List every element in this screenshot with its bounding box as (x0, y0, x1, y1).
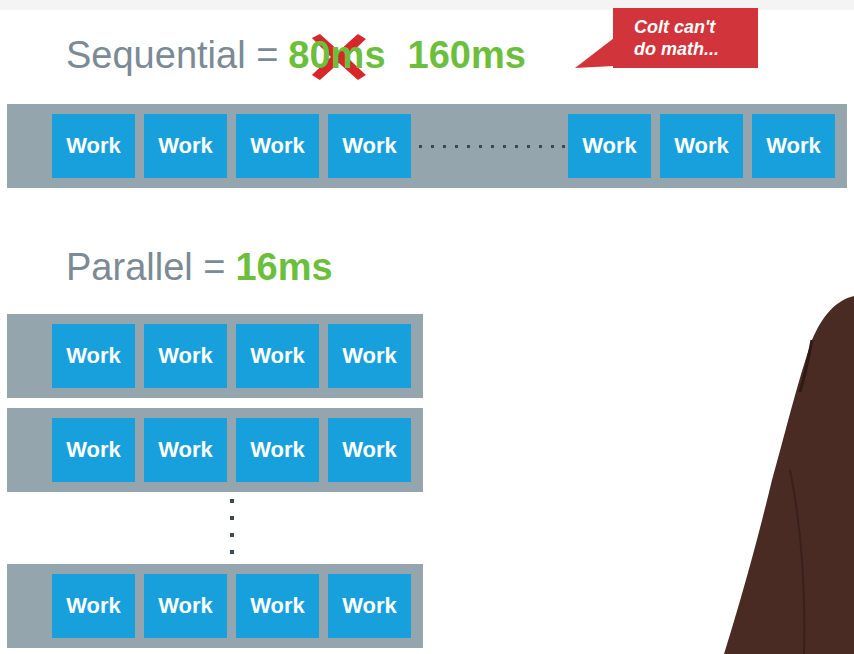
work-box: Work (752, 114, 835, 178)
work-box: Work (52, 324, 135, 388)
vertical-dots (230, 499, 234, 554)
work-box: Work (52, 418, 135, 482)
box-label: Work (66, 343, 121, 369)
work-box: Work (52, 114, 135, 178)
box-label: Work (158, 437, 213, 463)
work-box: Work (52, 574, 135, 638)
box-label: Work (158, 133, 213, 159)
time-value: 80ms (288, 32, 385, 78)
box-label: Work (674, 133, 729, 159)
box-label: Work (250, 133, 305, 159)
work-box: Work (236, 114, 319, 178)
work-box: Work (328, 574, 411, 638)
callout-tail (575, 38, 614, 68)
work-box: Work (144, 324, 227, 388)
callout-banner: Colt can't do math... (613, 8, 758, 68)
work-box: Work (660, 114, 743, 178)
box-label: Work (66, 437, 121, 463)
thread-band (7, 104, 847, 188)
work-box: Work (144, 114, 227, 178)
work-box: Work (328, 324, 411, 388)
box-label: Work (766, 133, 821, 159)
thread-band (7, 564, 423, 648)
work-box: Work (236, 324, 319, 388)
time-value: 160ms (408, 32, 526, 78)
work-box: Work (144, 574, 227, 638)
time-value: 16ms (235, 244, 332, 290)
work-box: Work (236, 418, 319, 482)
box-label: Work (342, 593, 397, 619)
thread-band (7, 314, 423, 398)
box-label: Work (582, 133, 637, 159)
callout-text: Colt can't do math... (634, 16, 736, 60)
box-label: Work (158, 343, 213, 369)
box-label: Work (66, 593, 121, 619)
box-label: Work (158, 593, 213, 619)
work-box: Work (144, 418, 227, 482)
section-heading: Sequential = (66, 32, 278, 78)
work-box: Work (236, 574, 319, 638)
box-label: Work (250, 593, 305, 619)
box-label: Work (250, 437, 305, 463)
section-heading: Parallel = (66, 244, 225, 290)
box-label: Work (66, 133, 121, 159)
box-label: Work (342, 437, 397, 463)
presenter (724, 296, 854, 654)
box-label: Work (250, 343, 305, 369)
thread-band (7, 408, 423, 492)
work-box: Work (568, 114, 651, 178)
ellipsis-dots (419, 145, 565, 148)
work-box: Work (328, 418, 411, 482)
work-box: Work (328, 114, 411, 178)
box-label: Work (342, 343, 397, 369)
box-label: Work (342, 133, 397, 159)
